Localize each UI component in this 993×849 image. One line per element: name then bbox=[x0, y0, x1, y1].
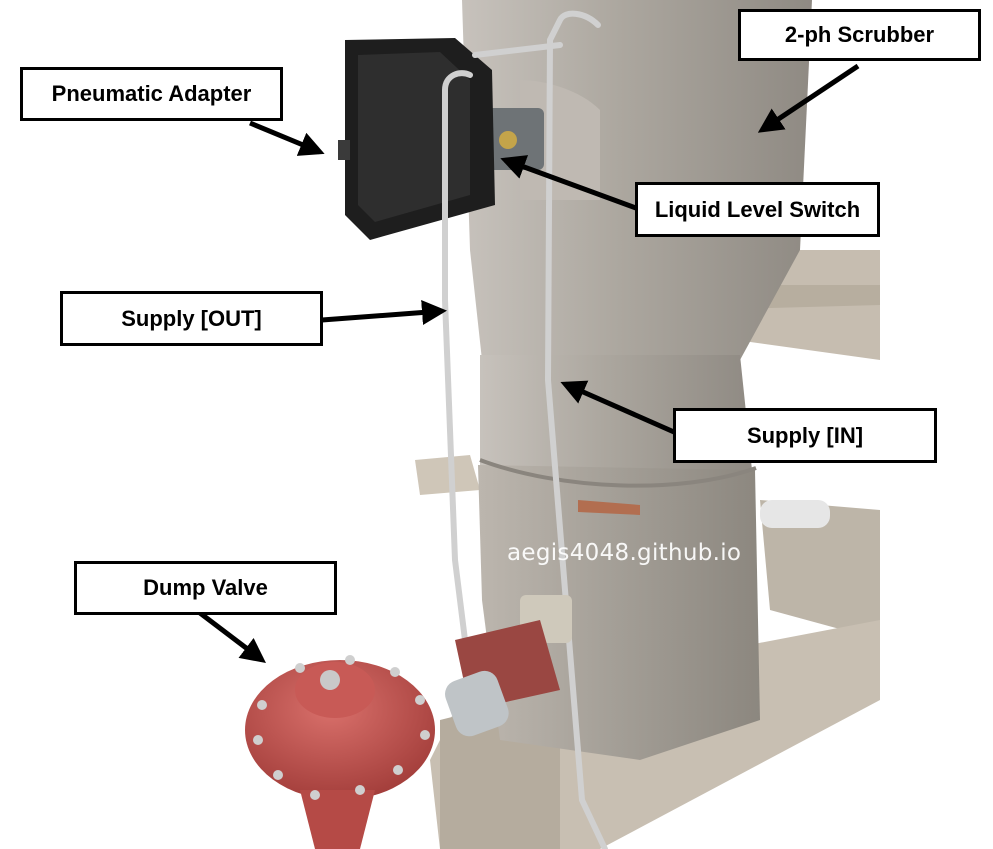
dump-valve bbox=[245, 655, 435, 849]
supply-tubing bbox=[442, 10, 608, 849]
callout-arrows bbox=[198, 63, 860, 664]
label-liquid-level-switch: Liquid Level Switch bbox=[635, 182, 880, 237]
label-supply-in: Supply [IN] bbox=[673, 408, 937, 463]
label-supply-out: Supply [OUT] bbox=[60, 291, 323, 346]
label-dump-valve: Dump Valve bbox=[74, 561, 337, 615]
arrow-pneumatic-adapter bbox=[249, 120, 325, 156]
outlet-piping bbox=[445, 500, 830, 737]
watermark: aegis4048.github.io bbox=[507, 540, 742, 566]
arrow-liquid-level-switch bbox=[500, 155, 637, 211]
arrow-supply-out bbox=[321, 300, 447, 325]
arrow-supply-in bbox=[560, 380, 676, 435]
arrow-scrubber bbox=[757, 63, 860, 133]
label-pneumatic-adapter: Pneumatic Adapter bbox=[20, 67, 283, 121]
arrow-dump-valve bbox=[198, 611, 266, 664]
pneumatic-adapter bbox=[338, 38, 495, 240]
label-scrubber: 2-ph Scrubber bbox=[738, 9, 981, 61]
